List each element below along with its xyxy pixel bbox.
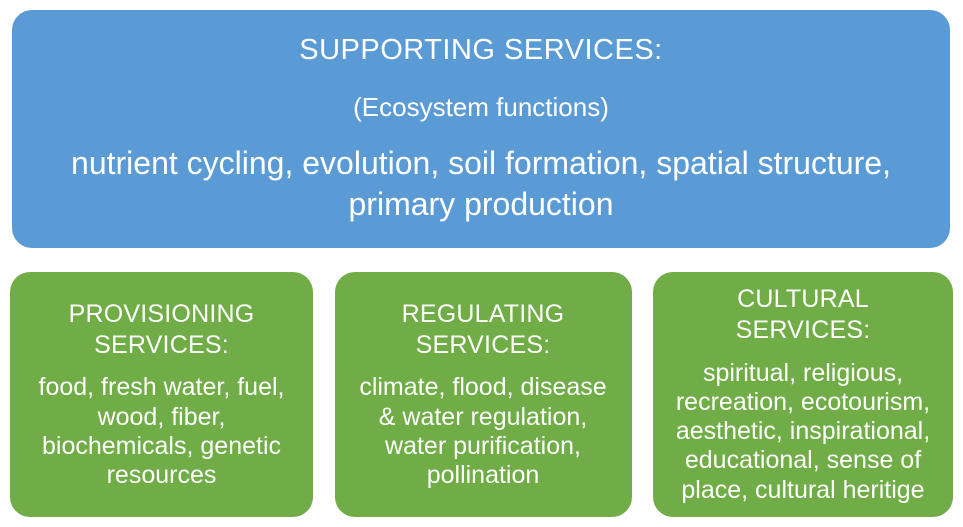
services-row: PROVISIONING SERVICES: food, fresh water…	[10, 272, 953, 517]
regulating-services-list: climate, flood, disease & water regulati…	[359, 373, 607, 489]
ecosystem-functions-subtitle: (Ecosystem functions)	[353, 91, 609, 122]
supporting-services-title: SUPPORTING SERVICES:	[299, 34, 663, 67]
cultural-services-list: spiritual, religious, recreation, ecotou…	[675, 358, 931, 504]
supporting-services-box: SUPPORTING SERVICES: (Ecosystem function…	[12, 10, 950, 248]
provisioning-services-list: food, fresh water, fuel, wood, fiber, bi…	[38, 373, 285, 489]
cultural-services-box: CULTURAL SERVICES: spiritual, religious,…	[653, 272, 953, 517]
provisioning-services-title: PROVISIONING SERVICES:	[68, 299, 255, 359]
regulating-services-title: REGULATING SERVICES:	[401, 299, 565, 359]
cultural-services-title: CULTURAL SERVICES:	[735, 285, 871, 345]
supporting-services-list: nutrient cycling, evolution, soil format…	[71, 145, 891, 222]
regulating-services-box: REGULATING SERVICES: climate, flood, dis…	[334, 272, 632, 517]
provisioning-services-box: PROVISIONING SERVICES: food, fresh water…	[10, 272, 313, 517]
